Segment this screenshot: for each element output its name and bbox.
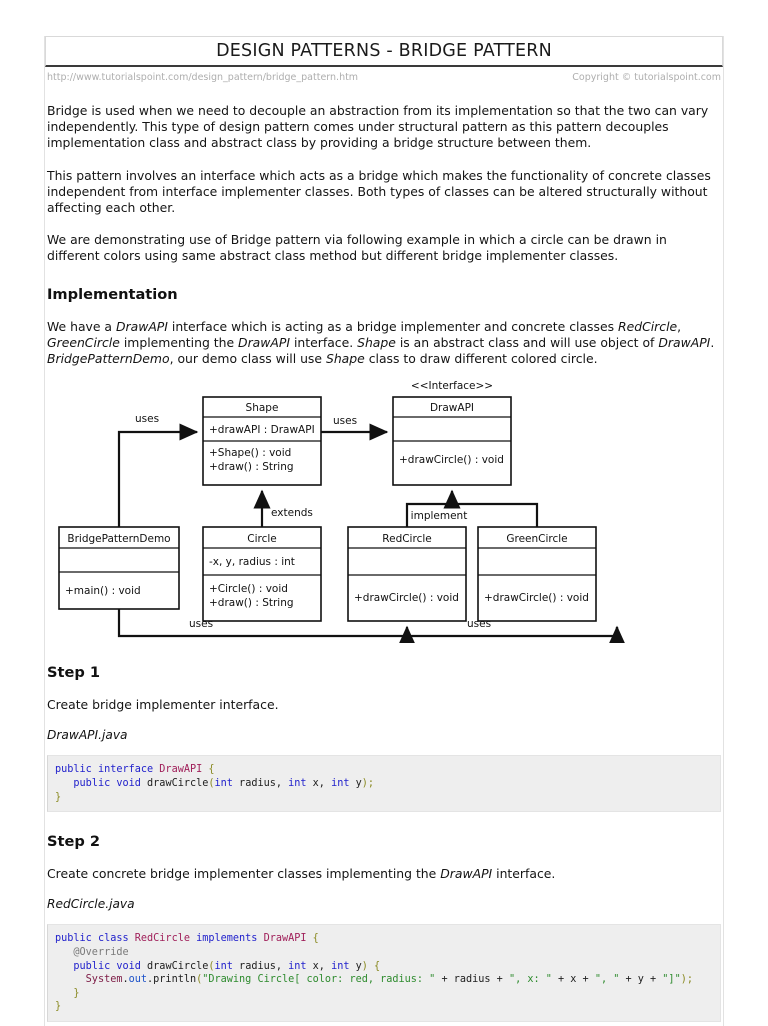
uml-class-circle: Circle -x, y, radius : int +Circle() : v… [202,526,322,623]
uml-class-redcircle: RedCircle +drawCircle() : void [347,526,467,623]
uml-edge-label-uses-bottom-left: uses [189,618,213,630]
uml-edge-uses-bottom: uses uses [117,609,626,644]
step-1-code-block[interactable]: public interface DrawAPI { public void d… [47,755,721,813]
uml-circle-method-1: +draw() : String [209,597,294,609]
intro-paragraph-2: This pattern involves an interface which… [47,167,711,216]
uml-edge-label-uses-left: uses [135,413,159,425]
uml-demo-method-0: +main() : void [65,585,141,597]
uml-greencircle-title: GreenCircle [506,533,567,545]
uml-edge-label-extends: extends [271,507,313,519]
uml-edge-label-uses-mid: uses [333,415,357,427]
uml-shape-method-0: +Shape() : void [209,447,291,459]
meta-bar: http://www.tutorialspoint.com/design_pat… [45,67,723,83]
uml-class-shape: Shape +drawAPI : DrawAPI +Shape() : void… [202,396,322,487]
step-1-filename: DrawAPI.java [47,728,128,743]
uml-circle-method-0: +Circle() : void [209,583,288,595]
uml-class-bridgepatterndemo: BridgePatternDemo +main() : void [58,526,180,611]
implementation-description: We have a DrawAPI interface which is act… [47,318,715,367]
document-page: DESIGN PATTERNS - BRIDGE PATTERN http://… [44,36,724,1026]
uml-drawapi-stereotype: <<Interface>> [411,380,493,392]
uml-redcircle-method-0: +drawCircle() : void [354,592,459,604]
uml-demo-title: BridgePatternDemo [67,533,170,545]
uml-drawapi-method-0: +drawCircle() : void [399,454,504,466]
intro-paragraph-1: Bridge is used when we need to decouple … [47,103,709,151]
source-url: http://www.tutorialspoint.com/design_pat… [47,72,359,83]
step-1-heading: Step 1 [47,664,101,682]
uml-edge-implement: implement [405,489,539,528]
uml-edge-extends: extends [253,489,313,528]
page-title: DESIGN PATTERNS - BRIDGE PATTERN [216,41,552,61]
uml-edge-label-implement: implement [411,510,468,522]
step-2-code-block[interactable]: public class RedCircle implements DrawAP… [47,924,721,1022]
step-2-description: Create concrete bridge implementer class… [47,866,556,882]
implementation-heading: Implementation [47,285,178,303]
step-2-filename: RedCircle.java [47,897,135,912]
uml-redcircle-title: RedCircle [382,533,431,545]
step-2-heading: Step 2 [47,833,101,851]
uml-class-diagram: Shape +drawAPI : DrawAPI +Shape() : void… [47,375,723,644]
document-content: Bridge is used when we need to decouple … [45,103,723,1022]
intro-paragraph-3: We are demonstrating use of Bridge patte… [47,232,667,264]
uml-shape-field-0: +drawAPI : DrawAPI [209,424,315,436]
document-header: DESIGN PATTERNS - BRIDGE PATTERN [45,36,723,67]
uml-edge-label-uses-bottom-right: uses [467,618,491,630]
uml-class-drawapi: <<Interface>> DrawAPI +drawCircle() : vo… [392,380,512,487]
uml-shape-method-1: +draw() : String [209,461,294,473]
uml-edge-uses-mid: uses [321,415,389,441]
uml-circle-field-0: -x, y, radius : int [209,556,295,568]
uml-greencircle-method-0: +drawCircle() : void [484,592,589,604]
uml-class-greencircle: GreenCircle +drawCircle() : void [477,526,597,623]
uml-circle-title: Circle [247,533,277,545]
uml-drawapi-title: DrawAPI [430,402,474,414]
uml-edge-uses-left: uses [117,413,199,528]
copyright-notice: Copyright © tutorialspoint.com [572,72,721,83]
step-1-description: Create bridge implementer interface. [47,697,279,713]
uml-shape-title: Shape [246,402,279,414]
